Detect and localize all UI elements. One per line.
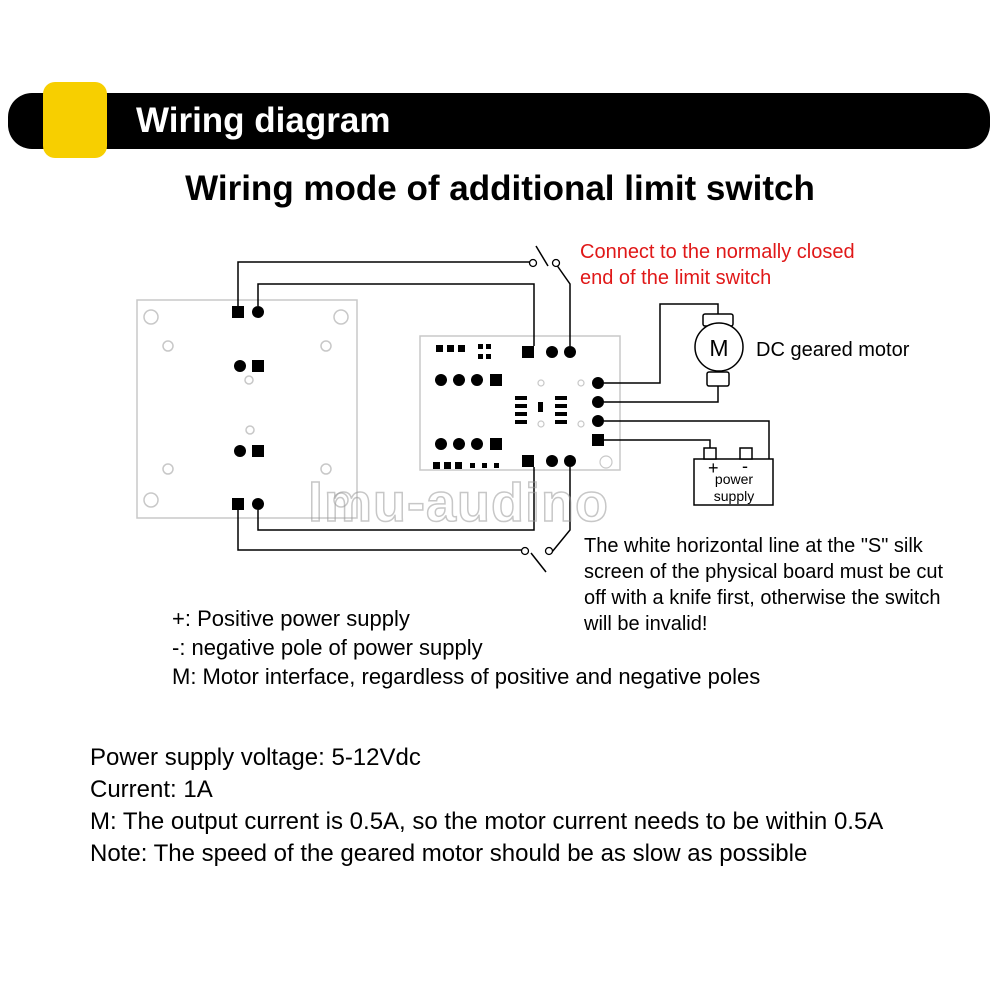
motor-label: DC geared motor (756, 339, 910, 361)
legend-positive: +: Positive power supply (172, 606, 410, 631)
psu-plus-label: + (708, 458, 719, 478)
spec-motor-current: M: The output current is 0.5A, so the mo… (90, 808, 884, 835)
header-tab-marker (43, 82, 107, 158)
legend: +: Positive power supply -: negative pol… (172, 604, 760, 691)
specs: Power supply voltage: 5-12Vdc Current: 1… (90, 742, 883, 870)
nc-note-line2: end of the limit switch (580, 267, 772, 289)
legend-negative: -: negative pole of power supply (172, 635, 483, 660)
diagram-subtitle: Wiring mode of additional limit switch (185, 169, 815, 208)
motor-symbol-label: M (709, 335, 728, 361)
watermark: lmu-audino (307, 472, 609, 534)
motor-symbol: M (694, 313, 744, 387)
spec-current: Current: 1A (90, 776, 213, 803)
psu-label-line1: power (715, 471, 753, 487)
limit-switch-contacts (520, 258, 561, 556)
silkscreen-warning: The white horizontal line at the "S" sil… (584, 535, 944, 635)
left-board (136, 299, 358, 519)
legend-motor: M: Motor interface, regardless of positi… (172, 664, 761, 689)
spec-voltage: Power supply voltage: 5-12Vdc (90, 744, 421, 771)
header-banner (8, 93, 990, 149)
spec-speed-note: Note: The speed of the geared motor shou… (90, 840, 808, 867)
page-title: Wiring diagram (136, 101, 391, 140)
nc-note-line1: Connect to the normally closed (580, 241, 855, 263)
left-board-terminals (232, 306, 264, 510)
psu-minus-label: - (742, 456, 748, 476)
psu-label-line2: supply (714, 488, 754, 504)
power-supply-symbol (693, 447, 774, 506)
control-board (419, 335, 621, 471)
